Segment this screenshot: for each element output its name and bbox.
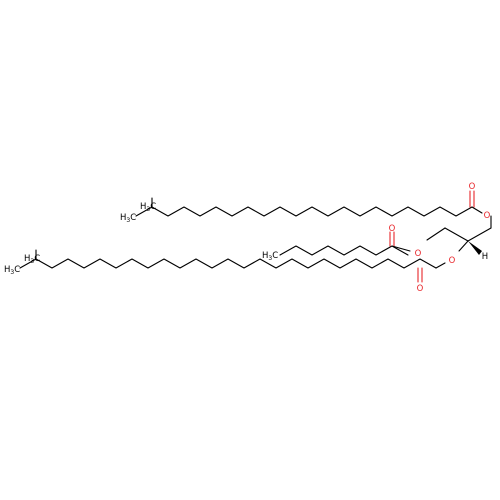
bottom-ester-bond-c-o [435,262,446,269]
methyl-h: H [4,265,10,275]
glycerol-c3-o [426,227,446,241]
top-ester-bond-c-o [471,206,483,214]
methyl-subscript: 3 [146,206,150,213]
methyl-h: H [120,213,126,223]
methyl-c: C [272,251,278,261]
bottom-acyl-chain [19,249,437,269]
middle-ester-bond-c-o [391,245,411,252]
middle-acyl-chain [279,231,411,256]
oxygen-label: O [484,211,491,221]
glycerol-c2-c3 [444,227,469,242]
oxygen-label: O [415,249,422,259]
bottom-carbonyl [417,262,446,283]
glycerol-backbone [426,227,492,255]
methyl-h: H [140,202,146,212]
methyl-subscript: 3 [10,269,14,276]
methyl-c: C [130,213,136,223]
atom-labels: O O H3C H3C O O H3C O H O H3C H3C [4,182,491,294]
methyl-label: H3C [140,202,156,213]
oxygen-label: O [389,224,396,234]
methyl-h: H [262,251,268,261]
methyl-subscript: 3 [268,255,272,262]
bottom-chain-backbone [19,258,437,269]
methyl-subscript: 3 [30,258,34,265]
methyl-label: H3C [120,213,136,224]
methyl-c: C [150,202,156,212]
methyl-h: H [24,254,30,264]
methyl-label: H3C [4,265,20,276]
hydrogen-label: H [482,252,488,262]
oxygen-label: O [417,284,424,294]
methyl-c: C [14,265,20,275]
top-acyl-chain [135,197,473,217]
top-chain-backbone [135,206,473,217]
methyl-subscript: 3 [126,217,130,224]
oxygen-label: O [469,182,476,192]
methyl-c: C [34,254,40,264]
middle-chain-backbone [279,245,409,256]
methyl-label: H3C [262,251,278,262]
oxygen-label: O [449,256,456,266]
glycerol-c1-c2 [467,227,492,242]
top-carbonyl [469,190,492,229]
stereo-wedge-to-h [468,241,482,255]
methyl-label: H3C [24,254,40,265]
glycerol-c2-o [458,240,469,252]
